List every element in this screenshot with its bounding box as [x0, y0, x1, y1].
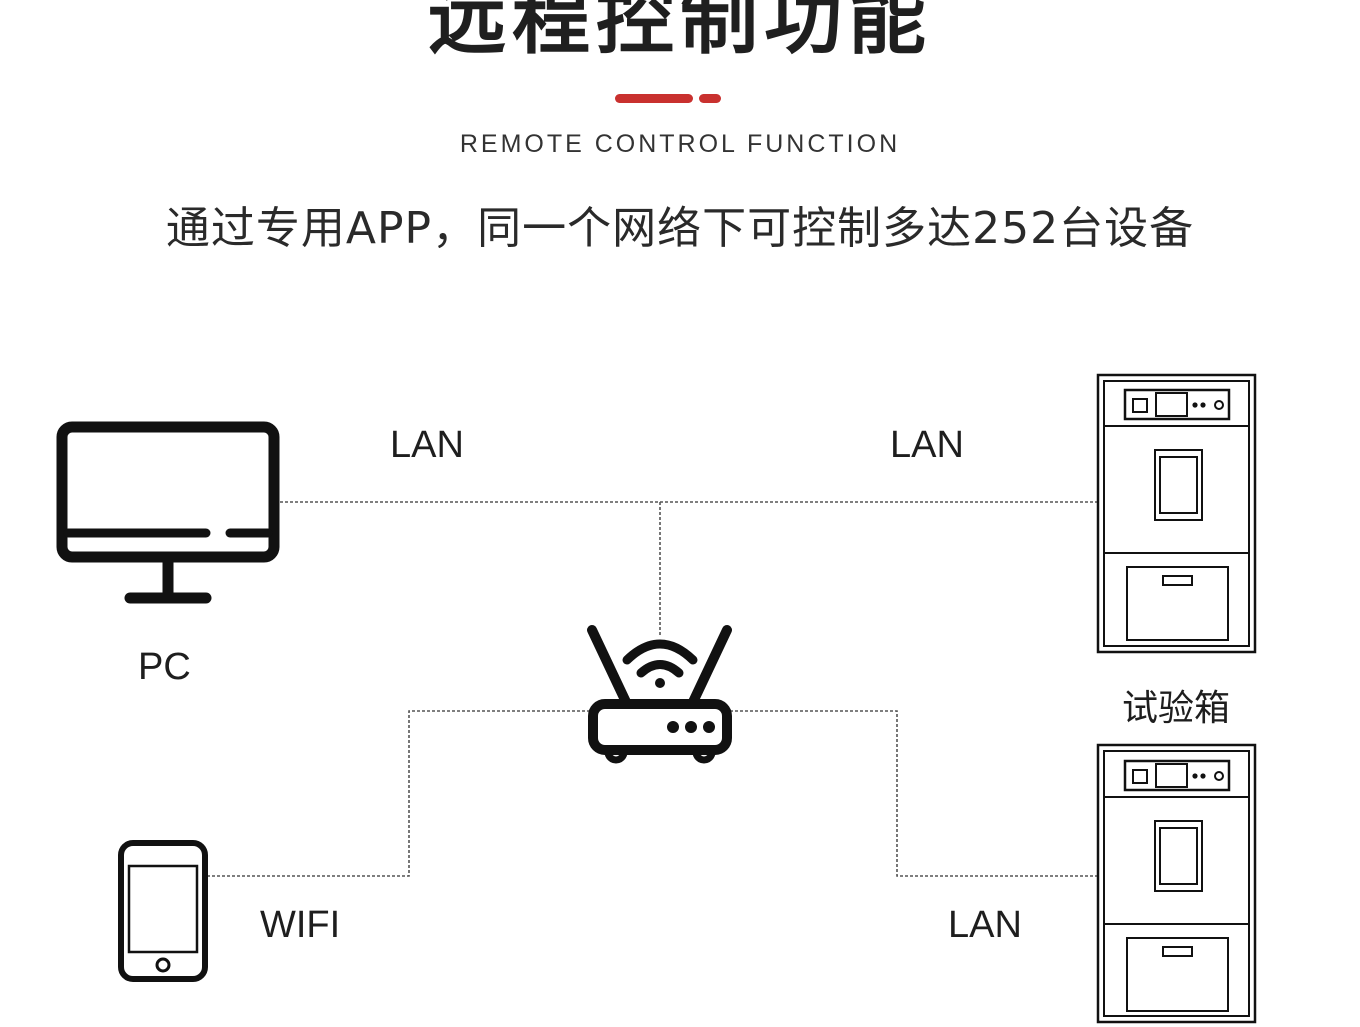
pc-label: PC — [138, 646, 191, 688]
link-label-pc-router: LAN — [390, 424, 464, 466]
page-title: 远程控制功能 — [427, 0, 932, 65]
link-line-router-chamber-bottom — [730, 710, 1098, 877]
test-chamber-icon-top — [1096, 373, 1257, 654]
link-label-router-chamber-bottom: LAN — [948, 904, 1022, 946]
feature-description: 通过专用APP，同一个网络下可控制多达252台设备 — [165, 203, 1195, 254]
link-label-router-phone: WIFI — [260, 904, 341, 946]
smartphone-icon — [118, 840, 208, 982]
accent-bar-long — [615, 94, 693, 103]
test-chamber-icon-bottom — [1096, 743, 1257, 1024]
chamber-label: 试验箱 — [1122, 688, 1231, 729]
page-subtitle: REMOTE CONTROL FUNCTION — [459, 130, 901, 158]
accent-bar-short — [699, 94, 721, 103]
link-line-router-phone — [208, 710, 590, 877]
link-label-router-chamber-top: LAN — [890, 424, 964, 466]
connection-lines — [208, 501, 1098, 877]
monitor-icon — [56, 421, 280, 604]
router-icon — [587, 625, 732, 764]
